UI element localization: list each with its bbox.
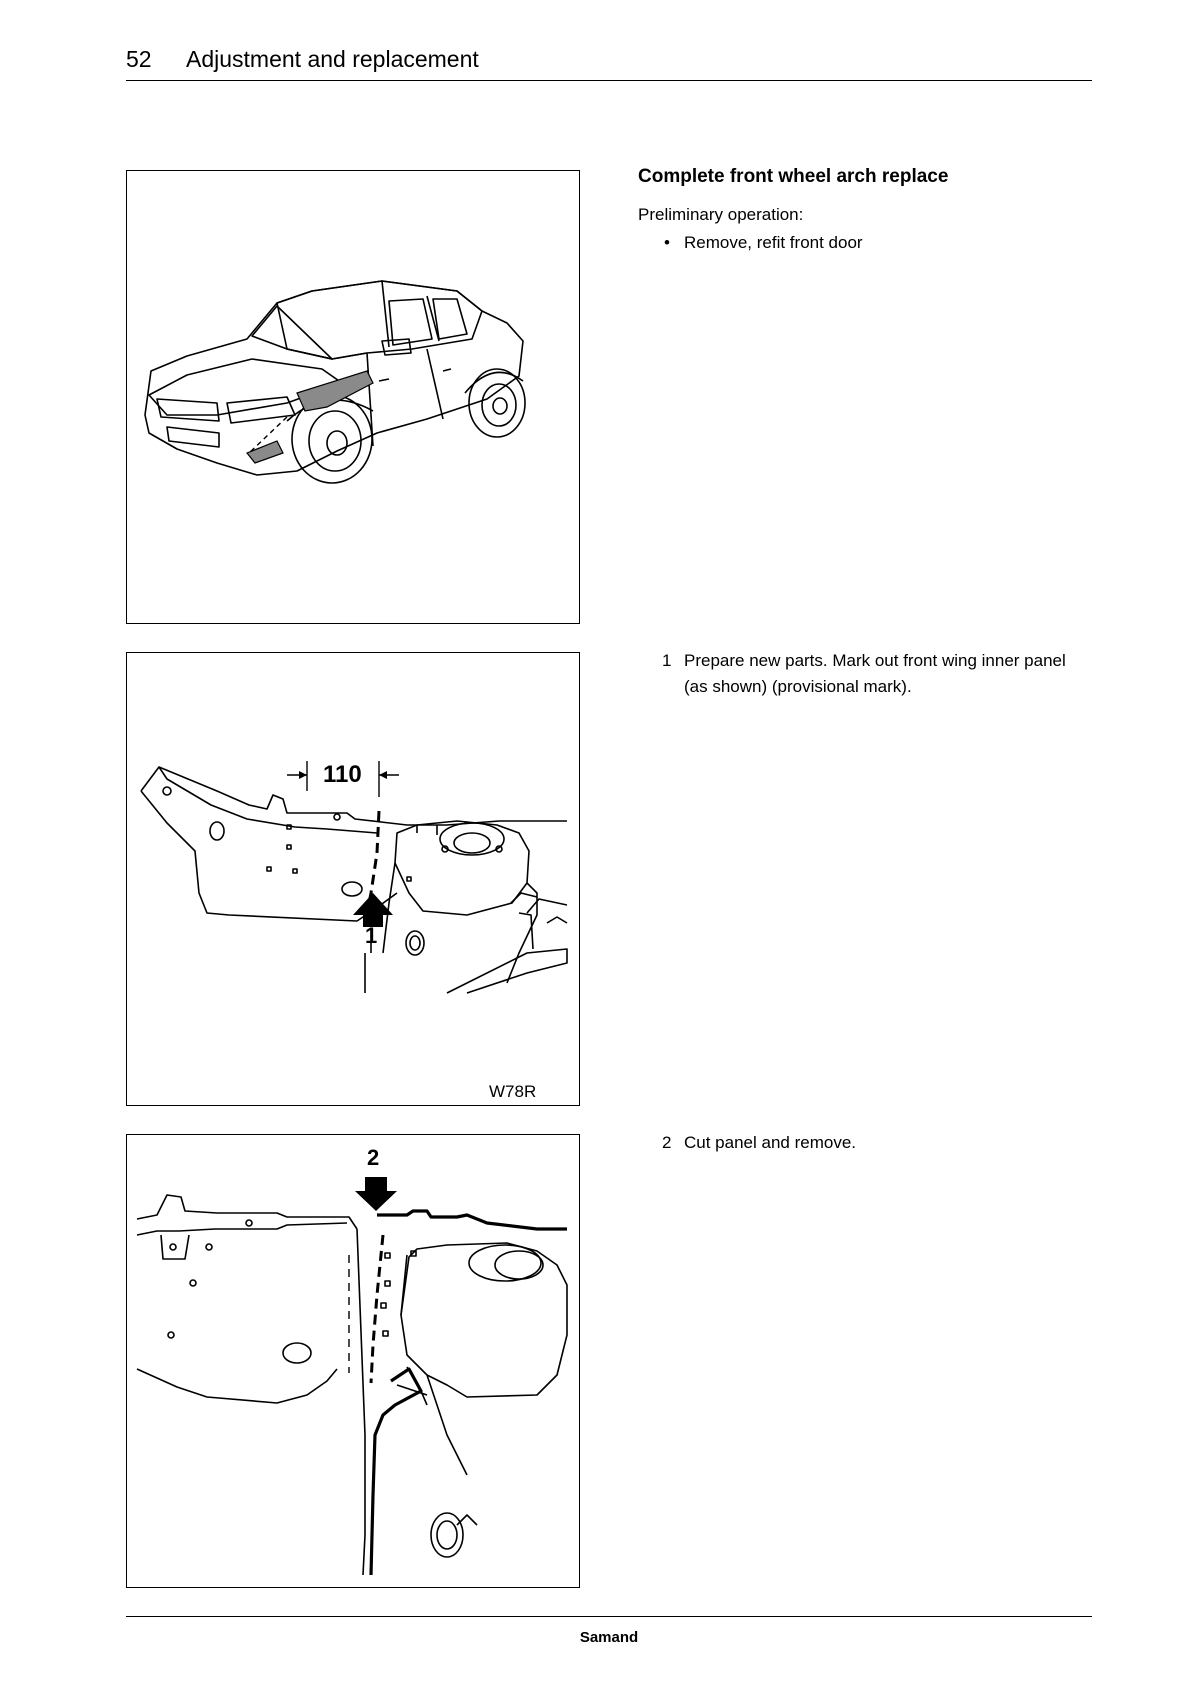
step-text: Cut panel and remove.	[684, 1130, 1094, 1156]
car-illustration	[127, 171, 581, 625]
callout-number-1: 1	[365, 923, 377, 949]
footer-brand: Samand	[126, 1629, 1092, 1646]
callout-number-2: 2	[367, 1145, 379, 1171]
figure-cut-panel: 2	[126, 1134, 580, 1588]
figure-car-overview	[126, 170, 580, 624]
preliminary-label: Preliminary operation:	[638, 202, 803, 228]
step-number: 1	[662, 648, 671, 674]
panel-markout-illustration	[127, 653, 581, 1107]
figure-code: W78R	[489, 1082, 536, 1102]
header-title: Adjustment and replacement	[186, 46, 479, 73]
section-title: Complete front wheel arch replace	[638, 166, 948, 188]
figure-mark-out-panel: 110 1 W78R	[126, 652, 580, 1106]
page-header: 52 Adjustment and replacement	[126, 44, 1092, 81]
bullet-icon: •	[664, 233, 684, 253]
panel-cut-illustration	[127, 1135, 581, 1589]
step-text: Prepare new parts. Mark out front wing i…	[684, 648, 1094, 700]
page-number: 52	[126, 46, 152, 73]
dimension-label: 110	[323, 761, 362, 789]
preliminary-item-text: Remove, refit front door	[684, 233, 863, 252]
preliminary-item: •Remove, refit front door	[664, 233, 863, 253]
page-footer: Samand	[126, 1616, 1092, 1617]
step-number: 2	[662, 1130, 671, 1156]
